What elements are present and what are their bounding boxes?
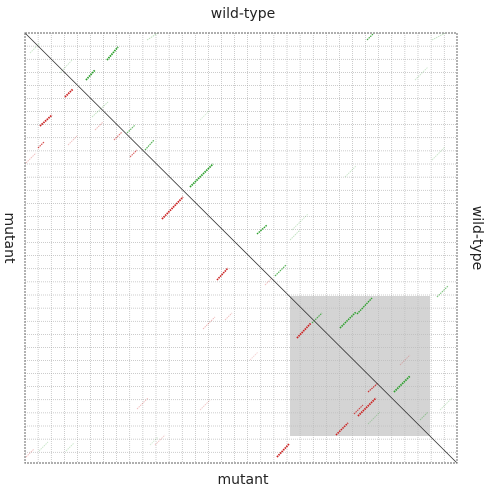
reverse-match-segment [39,114,53,127]
reverse-match-segment [357,397,377,417]
reverse-match-segment [224,312,233,321]
reverse-match-segment [25,152,37,164]
forward-match-segment [59,59,73,74]
main-diagonal [24,32,458,464]
forward-match-segment [126,124,136,134]
forward-match-segment [65,442,75,452]
reverse-match-segment [161,196,184,220]
forward-match-segment [344,165,357,178]
forward-match-segment [419,411,429,421]
forward-match-segment [366,32,375,41]
forward-match-segment [91,101,109,118]
forward-match-segment [393,375,411,393]
reverse-match-segment [399,354,411,366]
forward-match-segment [149,436,159,446]
forward-match-segment [146,32,159,41]
reverse-match-segment [264,277,273,286]
forward-match-segment [414,66,429,81]
top-axis-label: wild-type [210,6,276,22]
forward-match-segment [38,441,49,452]
reverse-match-segment [67,135,78,146]
reverse-match-segment [216,267,229,281]
forward-match-segment [144,139,155,151]
grid-lines [25,33,457,463]
forward-match-segment [339,311,357,329]
reverse-match-segment [249,351,259,361]
forward-match-segment [289,229,301,241]
reverse-match-segment [353,404,364,415]
forward-match-segment [106,46,119,61]
forward-match-segment [436,285,449,298]
reverse-match-segment [296,322,312,339]
forward-match-segment [274,264,287,277]
match-segments [25,32,453,458]
reverse-match-segment [136,397,149,410]
reverse-match-segment [25,448,35,458]
reverse-match-segment [154,434,166,446]
bottom-axis-label: mutant [217,472,269,488]
reverse-match-segment [113,131,123,141]
reverse-match-segment [199,399,211,411]
reverse-match-segment [276,443,290,458]
reverse-match-segment [64,88,74,98]
plot-frame [24,32,458,464]
reverse-match-segment [335,422,349,436]
forward-match-segment [431,32,446,41]
forward-match-segment [29,42,41,54]
forward-match-segment [189,163,214,188]
forward-match-segment [199,109,211,121]
reverse-match-segment [129,149,138,158]
reverse-match-segment [37,141,45,149]
forward-match-segment [431,146,446,161]
forward-match-segment [291,213,309,231]
forward-match-segment [356,297,373,315]
forward-match-segment [311,312,323,324]
reverse-match-segment [202,316,216,330]
forward-match-segment [439,397,453,411]
reverse-match-segment [94,121,104,131]
forward-match-segment [367,411,381,425]
